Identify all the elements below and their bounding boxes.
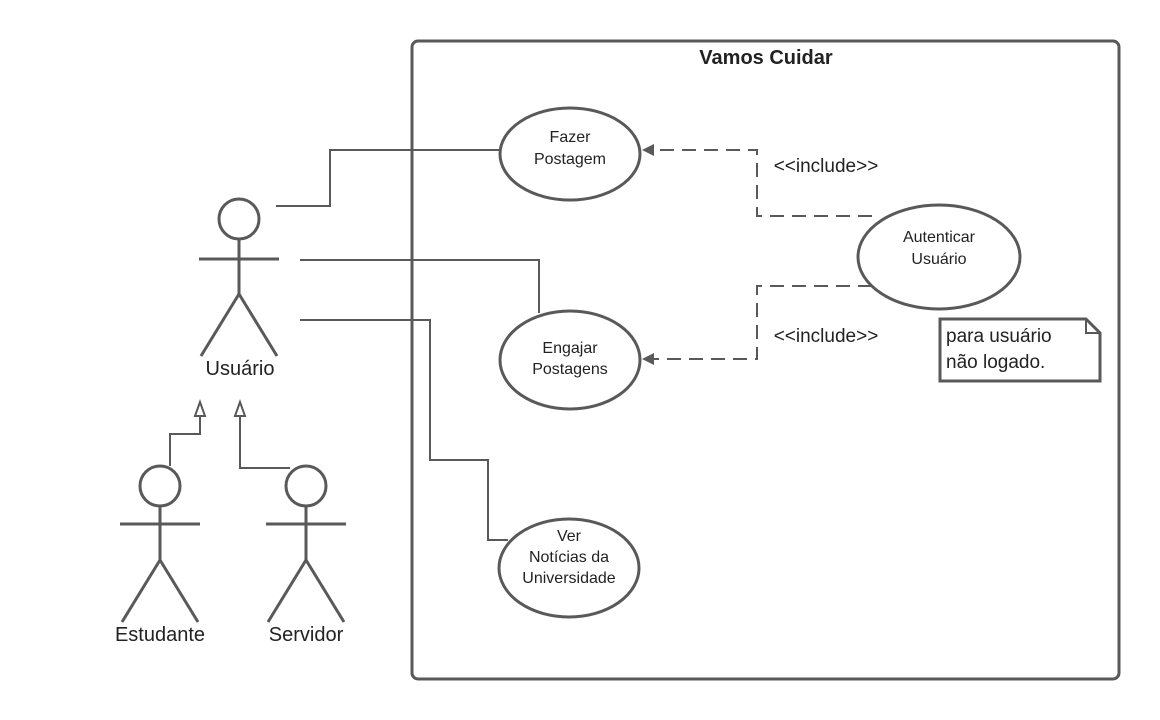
association-line-engajar-postagens: [300, 259, 540, 313]
use-case-label-line: Fazer: [550, 129, 592, 146]
use-case-label-line: Usuário: [911, 251, 966, 268]
generalization-arrowhead-icon: [193, 399, 207, 417]
include-arrow-engajar-postagens: [642, 285, 872, 365]
include-label-top: <<include>>: [774, 156, 879, 177]
use-case-ver-noticias: Ver Notícias da Universidade: [497, 517, 641, 619]
use-case-label-line: Notícias da: [529, 549, 609, 566]
actor-head: [138, 464, 182, 508]
actor-label-servidor: Servidor: [269, 624, 344, 646]
actor-head: [217, 197, 261, 241]
generalization-estudante: [169, 399, 207, 466]
actor-leg-right: [158, 559, 200, 623]
generalization-servidor: [233, 399, 290, 469]
actor-leg-left: [199, 293, 241, 357]
actor-label-usuario: Usuário: [206, 358, 275, 380]
use-case-engajar-postagens: Engajar Postagens: [498, 309, 642, 411]
actor-leg-right: [237, 293, 279, 357]
use-case-label-line: Postagem: [534, 151, 606, 168]
system-title: Vamos Cuidar: [699, 47, 833, 69]
use-case-ellipse: [497, 517, 641, 619]
generalization-line: [169, 416, 201, 466]
use-case-label-line: Postagens: [532, 361, 608, 378]
generalization-arrowhead-icon: [233, 399, 247, 417]
actor-head: [284, 464, 328, 508]
use-case-label-line: Ver: [557, 528, 582, 545]
use-case-ellipse: [856, 203, 1022, 311]
include-arrow-fazer-postagem: [642, 144, 872, 217]
actor-servidor: Servidor: [266, 464, 346, 646]
use-case-autenticar-usuario: Autenticar Usuário: [856, 203, 1022, 311]
note-text-line: para usuário: [946, 326, 1052, 347]
association-line-fazer-postagem: [276, 149, 500, 207]
actor-usuario: Usuário: [199, 197, 279, 380]
system-boundary-box: [410, 39, 1121, 681]
use-case-ellipse: [498, 106, 642, 202]
actor-label-estudante: Estudante: [115, 624, 205, 646]
actor-leg-left: [266, 559, 308, 623]
include-label-bottom: <<include>>: [774, 326, 879, 347]
association-line-ver-noticias: [300, 319, 508, 541]
note-fold-corner: [1085, 319, 1100, 334]
use-case-fazer-postagem: Fazer Postagem: [498, 106, 642, 202]
generalization-line: [239, 416, 290, 469]
use-case-ellipse: [498, 309, 642, 411]
system-boundary: Vamos Cuidar: [410, 39, 1121, 681]
note: para usuário não logado.: [938, 317, 1102, 383]
use-case-label-line: Universidade: [522, 570, 615, 587]
actor-leg-right: [304, 559, 346, 623]
use-case-label-line: Autenticar: [903, 229, 976, 246]
use-case-label-line: Engajar: [542, 340, 598, 357]
note-text-line: não logado.: [946, 352, 1045, 373]
actor-estudante: Estudante: [115, 464, 205, 646]
note-box: [938, 317, 1102, 383]
actor-leg-left: [120, 559, 162, 623]
